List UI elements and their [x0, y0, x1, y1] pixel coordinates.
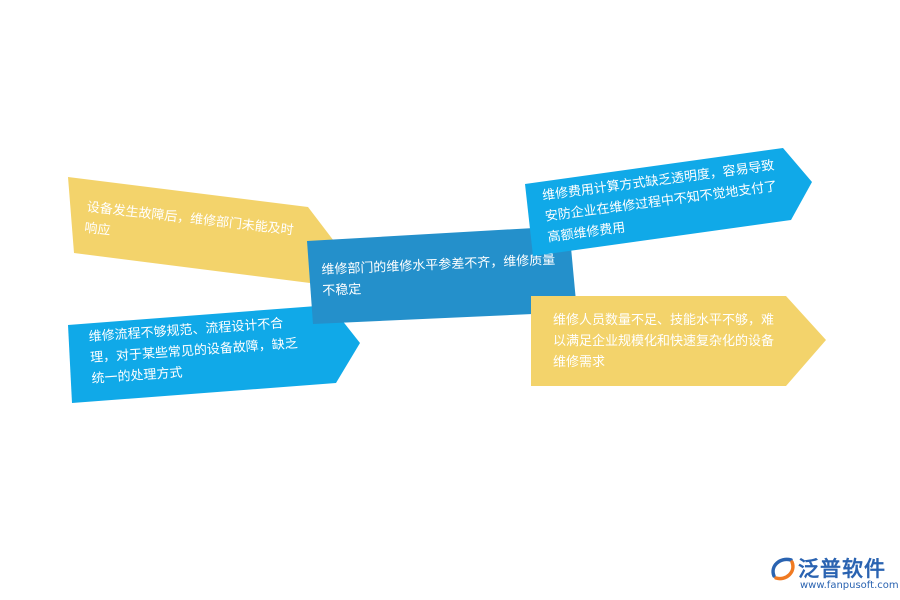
left-issue-process-nonstandard: 维修流程不够规范、流程设计不合理，对于某些常见的设备故障，缺乏统一的处理方式 — [68, 305, 360, 405]
right-issue-staff-shortage-text: 维修人员数量不足、技能水平不够，难以满足企业规模化和快速复杂化的设备维修需求 — [553, 313, 775, 370]
center-issue-skill-inconsistent: 维修部门的维修水平参差不齐，维修质量不稳定 — [307, 226, 577, 324]
center-shape — [307, 226, 577, 324]
arrow-shape — [531, 296, 826, 386]
brand-url: www.fanpusoft.com — [800, 580, 899, 591]
brand-logo: 泛普软件 www.fanpusoft.com — [768, 552, 899, 594]
right-issue-staff-shortage: 维修人员数量不足、技能水平不够，难以满足企业规模化和快速复杂化的设备维修需求 — [531, 296, 826, 386]
arrow-shape — [68, 177, 340, 283]
arrow-shape — [525, 148, 812, 256]
fanpu-swirl-icon — [771, 557, 795, 581]
right-issue-fee-opaque: 维修费用计算方式缺乏透明度，容易导致安防企业在维修过程中不知不觉地支付了高额维修… — [525, 148, 812, 256]
left-issue-response-delay: 设备发生故障后，维修部门未能及时响应 — [68, 177, 340, 283]
brand-name: 泛普软件 — [798, 557, 886, 581]
arrow-shape — [68, 305, 360, 403]
